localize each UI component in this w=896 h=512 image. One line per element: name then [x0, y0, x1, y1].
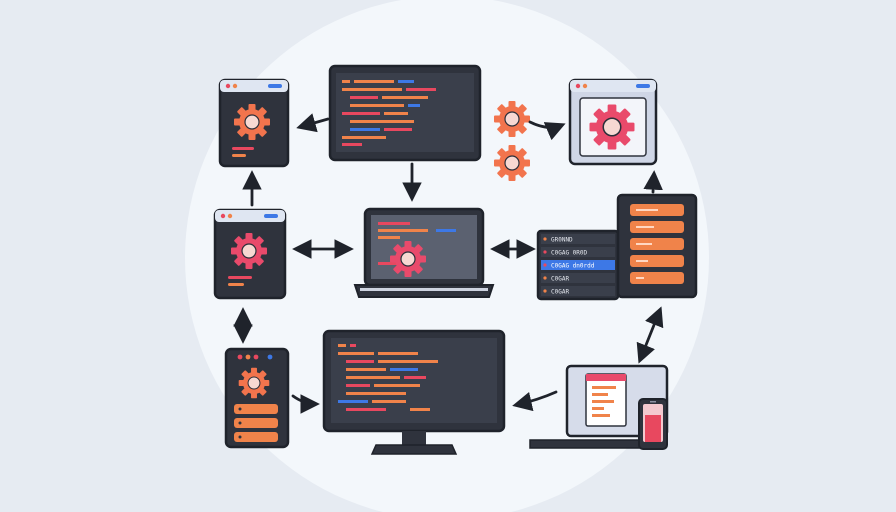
arrow-icon [296, 113, 330, 133]
document-icon [585, 373, 627, 427]
gear-icon [493, 144, 531, 182]
laptop-center [353, 207, 495, 298]
arrow-icon [528, 120, 566, 141]
gear-icon [493, 100, 531, 138]
db-row-label: C0GAG 0R0D [551, 250, 588, 257]
browser-window-top-left [218, 78, 290, 168]
gear-icon [233, 103, 271, 141]
database-panel: GR0NND C0GAG 0R0D C0GAG dn0rdd C0GAR C0G… [536, 229, 620, 301]
gear-icon [389, 240, 427, 278]
monitor-code-bottom [322, 329, 506, 455]
arrow-icon [636, 306, 664, 364]
monitor-code-top [328, 64, 482, 162]
db-row-label: GR0NND [551, 237, 573, 244]
db-row-label: C0GAR [551, 276, 569, 283]
browser-window-mid-left [213, 208, 287, 300]
arrow-icon [291, 394, 320, 414]
smartphone-icon [638, 398, 668, 450]
db-row-label: C0GAR [551, 289, 569, 296]
server-rack [616, 193, 698, 299]
db-row-label: C0GAG dn0rdd [551, 263, 595, 270]
arrow-icon [643, 170, 663, 194]
mobile-app-window [224, 347, 290, 449]
gear-icon [588, 103, 636, 151]
arrow-icon [512, 390, 558, 412]
gear-icon [230, 232, 268, 270]
app-window-top-right [568, 78, 658, 166]
gear-icon [238, 367, 270, 399]
